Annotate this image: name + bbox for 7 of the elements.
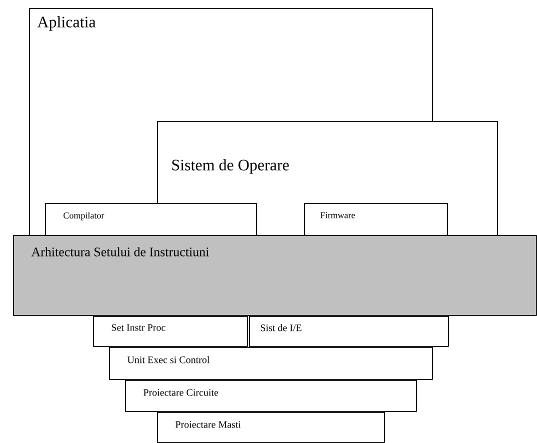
layer-box: Firmware (304, 203, 448, 236)
layer-band: Arhitectura Setului de Instructiuni (13, 234, 537, 316)
layer-box: Proiectare Circuite (125, 380, 417, 412)
layer-box: Compilator (45, 203, 257, 236)
layer-box: Proiectare Masti (157, 412, 385, 443)
layer-box: Set Instr Proc (93, 316, 248, 347)
layer-box: Sist de I/E (249, 316, 449, 347)
